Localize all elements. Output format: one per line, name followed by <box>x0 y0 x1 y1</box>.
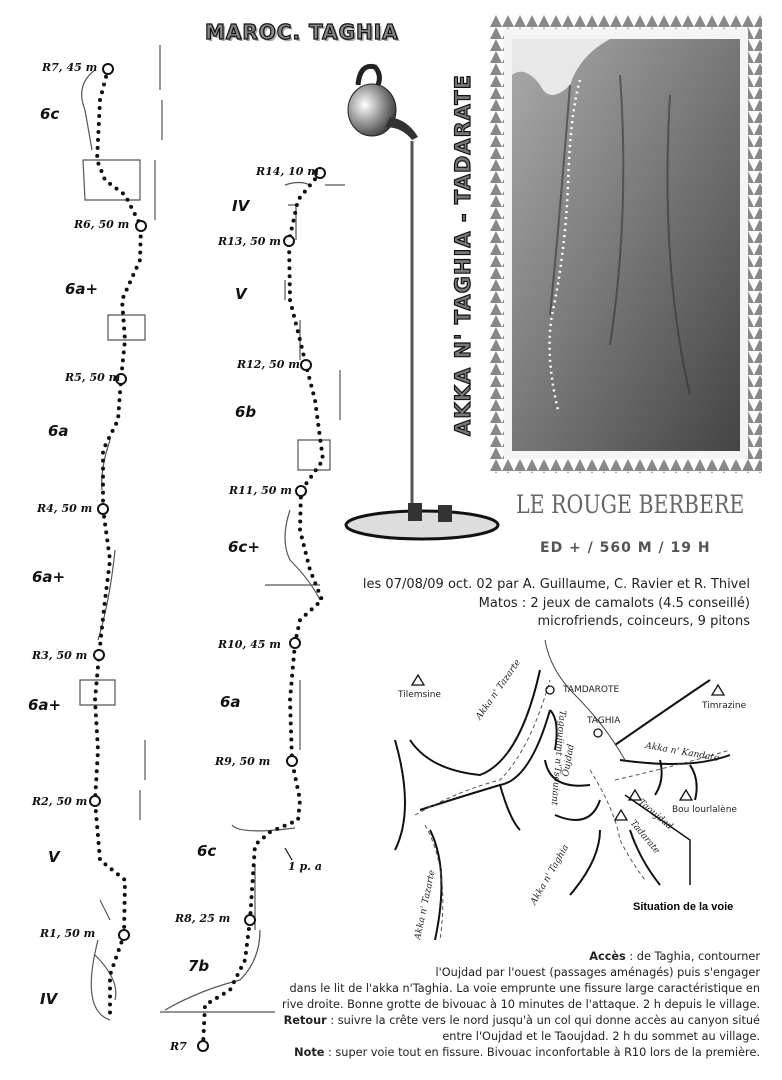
rock-features <box>79 45 345 1021</box>
first-ascent: les 07/08/09 oct. 02 par A. Guillaume, C… <box>362 577 750 592</box>
gear-line-2: microfriends, coinceurs, 9 pitons <box>537 614 750 629</box>
belay-label: R11, 50 m <box>229 484 292 497</box>
belay-label: R5, 50 m <box>65 371 121 384</box>
map-valley-label: Akka n' Tazarte <box>413 869 438 940</box>
belay-label: R3, 50 m <box>32 649 88 662</box>
belay-label: R9, 50 m <box>215 755 271 768</box>
teapot-illustration <box>344 63 500 541</box>
return-line-1: Retour : suivre la crête vers le nord ju… <box>284 1014 760 1027</box>
grade-label: IV <box>232 197 250 215</box>
route-pointer-arrow <box>624 794 691 885</box>
belay-label: R6, 50 m <box>74 218 130 231</box>
peak-markers <box>410 673 726 821</box>
access-line-3: dans le lit de l'akka n'Taghia. La voie … <box>289 982 761 995</box>
belay-label: R8, 25 m <box>175 912 231 925</box>
note-text: : super voie tout en fissure. Bivouac in… <box>324 1046 760 1059</box>
grade-label: 6b <box>235 403 257 421</box>
grade-label: V <box>235 285 247 303</box>
belay-label: R1, 50 m <box>40 927 96 940</box>
route-photo <box>490 15 762 473</box>
grade-label: 6a+ <box>32 568 66 586</box>
grade-label: 6a <box>48 422 69 440</box>
access-label: Accès <box>589 950 626 963</box>
belay-label: R4, 50 m <box>37 502 93 515</box>
belay-label: R7 <box>170 1040 187 1053</box>
return-label: Retour <box>283 1014 327 1027</box>
return-text: : suivre la crête vers le nord jusqu'à u… <box>326 1014 760 1027</box>
gear-line-1: Matos : 2 jeux de camalots (4.5 conseill… <box>478 596 750 611</box>
route-name: LE ROUGE BERBERE <box>516 490 745 519</box>
belay-markers <box>89 63 326 1052</box>
access-text: : de Taghia, contourner <box>625 950 760 963</box>
map-peak-label: Bou lourlalène <box>672 804 737 815</box>
map-valley-label: Akka n' Tazarte <box>474 658 523 723</box>
map-village-label: TAMDAROTE <box>562 685 619 695</box>
grade-label: 6c+ <box>228 538 260 556</box>
rivers <box>414 679 731 940</box>
map-valley-label: Akka n' Taghia <box>528 843 571 907</box>
grade-label: 6a+ <box>65 280 99 298</box>
grade-label: IV <box>40 990 58 1008</box>
route-stats: ED + / 560 M / 19 H <box>540 540 711 556</box>
access-line-2: l'Oujdad par l'ouest (passages aménagés)… <box>435 966 760 979</box>
map-valley-label: Akka n' Kandate <box>643 741 719 764</box>
belay-label: R2, 50 m <box>32 795 88 808</box>
grade-label: 6c <box>197 842 217 860</box>
belay-label: R12, 50 m <box>237 358 300 371</box>
map-peak-label: Tilemsine <box>397 690 441 700</box>
grade-label: V <box>48 848 60 866</box>
location-map: Tilemsine Timrazine Bou lourlalène TAMDA… <box>394 640 747 940</box>
trail <box>544 640 626 761</box>
grade-label: 6c <box>40 105 60 123</box>
return-line-2: entre l'Oujdad et le Taoujdad. 2 h du so… <box>442 1030 760 1043</box>
aid-note: 1 p. a <box>288 860 322 873</box>
aid-arrow <box>284 847 293 861</box>
valley-walls <box>394 669 731 940</box>
page-header: MAROC. TAGHIA <box>204 19 399 44</box>
belay-label: R10, 45 m <box>218 638 281 651</box>
belay-label: R7, 45 m <box>42 61 98 74</box>
map-peak-label: Timrazine <box>701 701 747 711</box>
map-village-label: TAGHIA <box>586 716 621 726</box>
grade-label: 7b <box>188 957 210 975</box>
belay-label: R14, 10 m <box>256 165 319 178</box>
access-line-1: Accès : de Taghia, contourner <box>589 950 760 963</box>
access-line-4: rive droite. Bonne grotte de bivouac à 1… <box>281 998 760 1011</box>
grade-label: 6a+ <box>28 696 62 714</box>
route-location-label: Situation de la voie <box>633 901 733 913</box>
note-label: Note <box>294 1046 325 1059</box>
topo-drawing <box>79 45 345 1052</box>
grade-label: 6a <box>220 693 241 711</box>
vertical-route-title: AKKA N' TAGHIA - TADARATE <box>450 73 475 436</box>
note-line: Note : super voie tout en fissure. Bivou… <box>294 1046 760 1059</box>
belay-label: R13, 50 m <box>218 235 281 248</box>
